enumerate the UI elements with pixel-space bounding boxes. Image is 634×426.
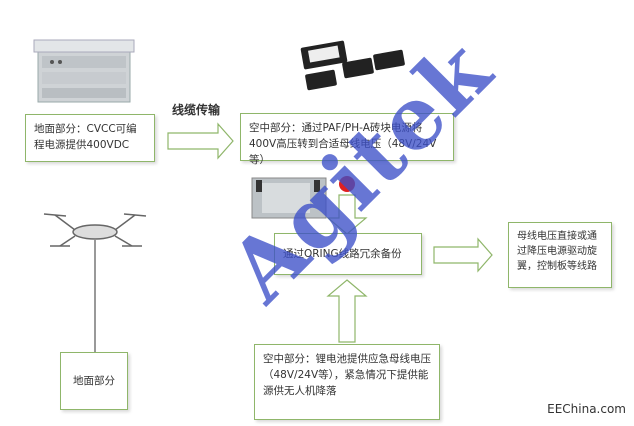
arrow-up-from-battery bbox=[326, 279, 368, 343]
oring-board-image bbox=[251, 176, 355, 219]
transmission-label: 线缆传输 bbox=[172, 103, 221, 117]
arrow-right-to-bus bbox=[433, 237, 493, 273]
credit-text: EEChina.com bbox=[547, 402, 626, 416]
drone-image bbox=[43, 213, 147, 352]
air-battery-box: 空中部分：锂电池提供应急母线电压（48V/24V等），紧急情况下提供能源供无人机… bbox=[254, 344, 440, 420]
brick-power-modules-image bbox=[300, 40, 405, 91]
arrow-right-cable bbox=[167, 122, 234, 160]
ground-small-box: 地面部分 bbox=[60, 352, 128, 410]
air-brick-power-box: 空中部分：通过PAF/PH-A砖块电源将400V高压转到合适母线电压（48V/2… bbox=[240, 113, 454, 166]
power-supply-rack-image bbox=[33, 39, 135, 103]
bus-voltage-box: 母线电压直接或通过降压电源驱动旋翼，控制板等线路 bbox=[508, 222, 612, 288]
ground-power-box: 地面部分：CVCC可编程电源提供400VDC bbox=[25, 114, 155, 162]
arrow-down-to-oring bbox=[326, 194, 368, 235]
oring-box: 通过ORING线路冗余备份 bbox=[274, 233, 422, 275]
